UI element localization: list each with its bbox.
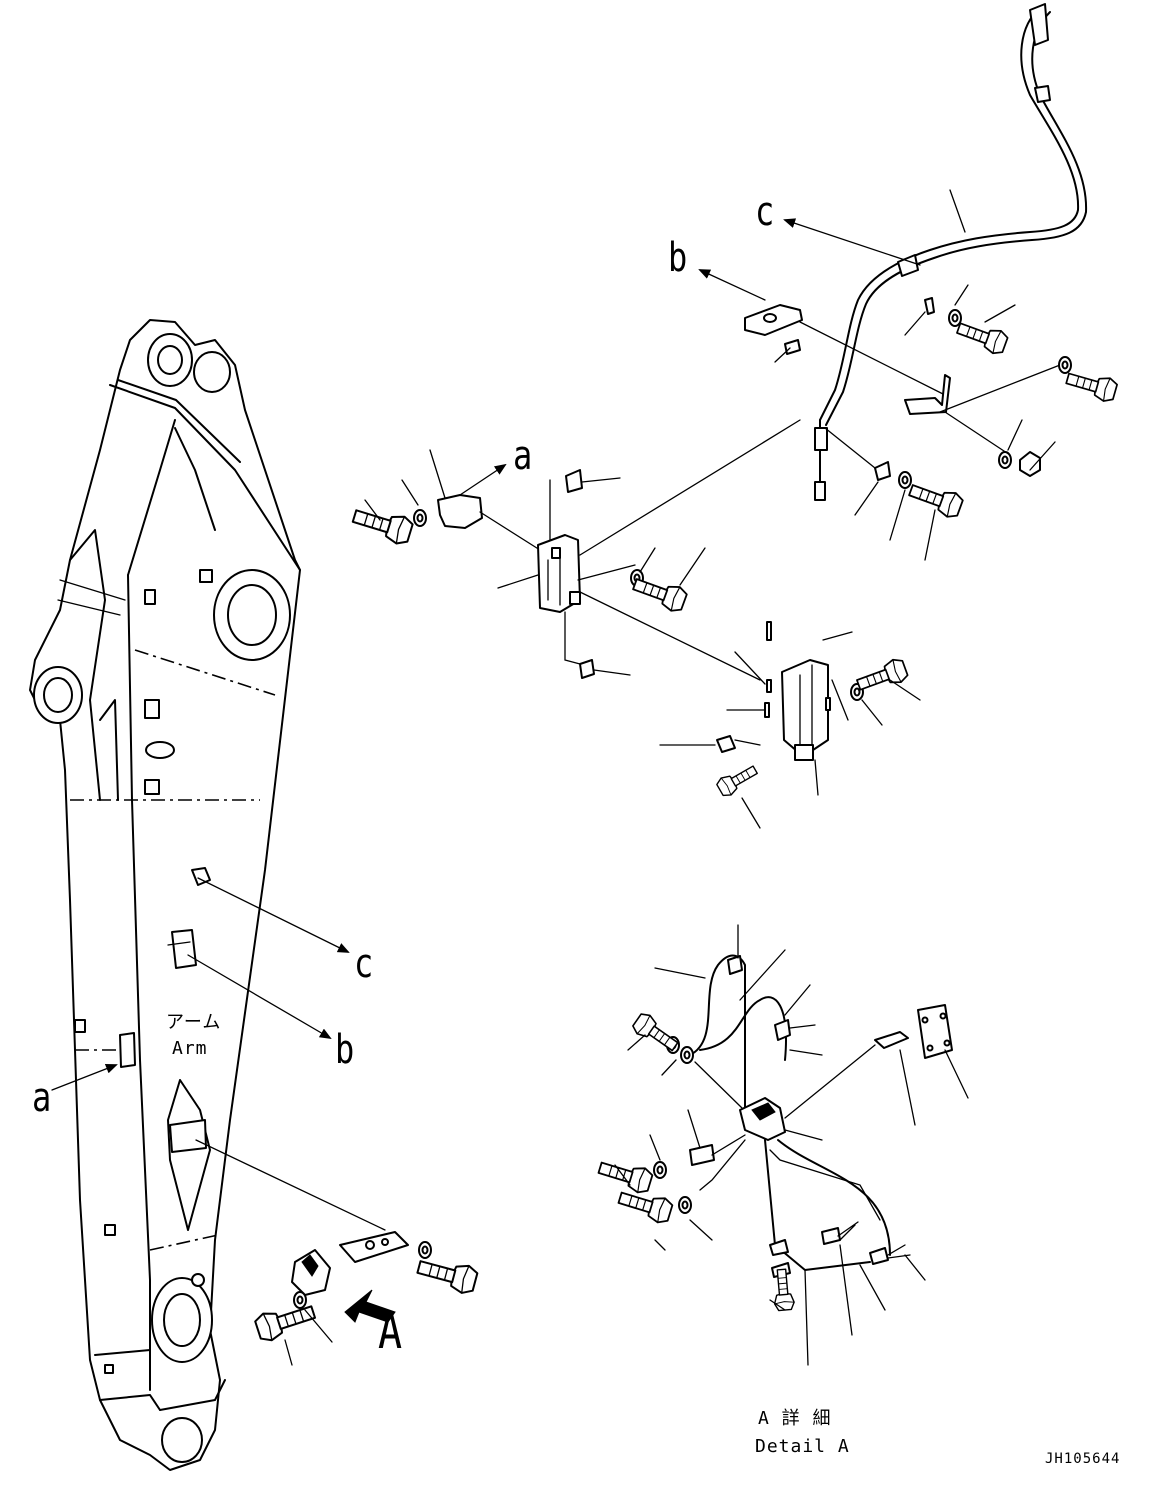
- arm-label-en: Arm: [172, 1038, 208, 1059]
- view-arrow-icon: [344, 1289, 396, 1323]
- arm-bracket-a: [119, 1032, 136, 1068]
- ref-label-c-arm: c: [354, 941, 374, 987]
- hydraulic-hose-assembly: [579, 3, 1120, 561]
- arm-tip-boss: [161, 1417, 203, 1463]
- arm-top-plate: [109, 384, 301, 571]
- arm-bracket-c: [191, 867, 211, 886]
- arm-leaders: [51, 877, 386, 1231]
- ref-label-a-arm: a: [32, 1075, 52, 1121]
- clamp-a: [437, 494, 483, 529]
- sensor-harness: [689, 954, 746, 1111]
- detail-plate-large: [917, 1004, 953, 1059]
- detail-title-en: Detail A: [755, 1436, 850, 1457]
- detail-A: [595, 924, 969, 1366]
- arm-sensor-assembly: [252, 1231, 480, 1366]
- ref-label-b-arm: b: [335, 1027, 355, 1073]
- ref-label-a-top: a: [513, 433, 533, 479]
- detail-title-jp: A 詳 細: [758, 1408, 832, 1429]
- arm-label-jp: アーム: [166, 1012, 222, 1033]
- ref-label-c-top: c: [755, 189, 775, 235]
- view-marker-A: A: [378, 1302, 403, 1360]
- drawing-code: JH105644: [1045, 1451, 1121, 1467]
- ref-label-b-top: b: [668, 235, 688, 281]
- bracket-assembly: [349, 449, 921, 829]
- arm-bracket-b: [171, 929, 197, 969]
- arm-outline: [29, 319, 301, 1471]
- hose-bracket: [904, 374, 951, 415]
- arm-centerline-1: [134, 649, 276, 696]
- reference-arrows: [459, 218, 921, 496]
- support-column: [781, 659, 829, 753]
- detail-plate-small: [874, 1031, 909, 1049]
- arm-bracket-A: [169, 1119, 207, 1153]
- arm-top-boss-right: [193, 351, 231, 393]
- hose-line: [819, 7, 1080, 421]
